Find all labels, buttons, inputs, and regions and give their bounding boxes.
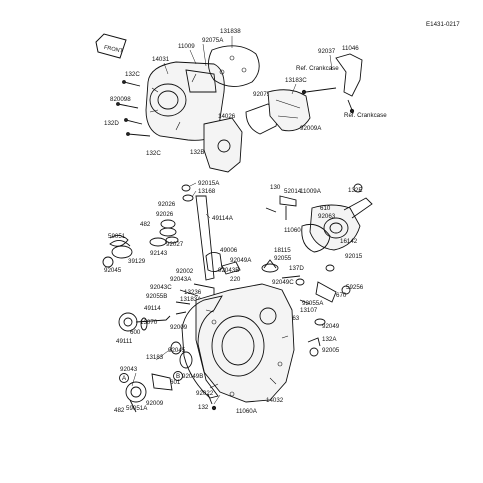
- label-92009-bottom: 92009: [146, 400, 164, 407]
- label-92063: 92063: [318, 213, 336, 220]
- label-92055: 92055: [274, 255, 292, 262]
- middle-parts-cluster: [118, 251, 301, 332]
- label-11060a: 11060A: [236, 408, 258, 415]
- label-49114: 49114: [144, 305, 161, 312]
- label-92045-top: 92045: [104, 267, 122, 274]
- label-13070: 13070: [140, 319, 158, 326]
- label-820098: 820098: [110, 96, 131, 103]
- kick-shaft-stack: [102, 184, 215, 281]
- label-92005: 92005: [322, 347, 340, 354]
- pump-cover-14026: [203, 103, 278, 173]
- label-132e: 132E: [348, 187, 362, 194]
- label-92022: 92022: [196, 390, 214, 397]
- label-92002: 92002: [176, 268, 194, 275]
- label-92043a: 92043A: [170, 276, 192, 283]
- water-pump-assembly: [265, 183, 373, 253]
- label-52014: 52014: [284, 188, 302, 195]
- label-92049c: 92049C: [272, 279, 294, 286]
- label-92037: 92037: [318, 48, 336, 55]
- label-49114a: 49114A: [212, 215, 234, 222]
- label-92055a: 92055A: [302, 300, 324, 307]
- right-lower-parts: [295, 264, 351, 357]
- label-92026-b: 92026: [156, 211, 174, 218]
- label-610: 610: [320, 205, 331, 212]
- label-92055b: 92055B: [146, 293, 167, 300]
- label-132c-bottom: 132C: [146, 150, 161, 157]
- label-39129: 39129: [128, 258, 146, 265]
- label-670: 670: [336, 292, 347, 299]
- label-92045-bottom: 92045: [168, 347, 186, 354]
- label-14026: 14026: [218, 113, 236, 120]
- label-59051a: 59051A: [126, 405, 148, 412]
- label-92027: 92027: [166, 241, 184, 248]
- label-ref-crankcase-1: Ref. Crankcase: [296, 65, 339, 72]
- label-132d: 132D: [104, 120, 119, 127]
- label-482: 482: [140, 221, 151, 228]
- bottom-left-gears: [119, 341, 217, 413]
- label-13183a: 13183A: [180, 296, 202, 303]
- label-92049b: 92049B: [182, 373, 203, 380]
- diagram-code: E1431-0217: [426, 21, 460, 28]
- label-92075a: 92075A: [202, 37, 224, 44]
- label-132c-top: 132C: [125, 71, 140, 78]
- label-13183: 13183: [146, 354, 164, 361]
- label-92043c: 92043C: [150, 284, 172, 291]
- label-92015a: 92015A: [198, 180, 220, 187]
- label-600: 600: [130, 329, 141, 336]
- label-14032: 14032: [266, 397, 284, 404]
- label-16142: 16142: [340, 238, 358, 245]
- label-132a: 132A: [322, 336, 337, 343]
- label-59256: 59256: [346, 284, 364, 291]
- label-13168: 13168: [198, 188, 216, 195]
- label-49111: 49111: [116, 338, 133, 345]
- label-92015: 92015: [345, 253, 363, 260]
- label-11009: 11009: [178, 43, 195, 50]
- label-92049a: 92049A: [230, 257, 252, 264]
- crankcase-cover-14032: [181, 283, 295, 403]
- label-92009-mid: 92009: [170, 324, 188, 331]
- label-601: 601: [170, 379, 181, 386]
- label-130: 130: [270, 184, 281, 191]
- label-49006: 49006: [220, 247, 238, 254]
- callout-a: A: [122, 375, 127, 382]
- label-132: 132: [198, 404, 209, 411]
- label-13107: 13107: [300, 307, 318, 314]
- front-label: FRONT: [103, 45, 124, 55]
- label-132b: 132B: [190, 149, 204, 156]
- label-220: 220: [230, 276, 241, 283]
- label-11060: 11060: [284, 227, 301, 234]
- label-14031: 14031: [152, 56, 170, 63]
- label-92043: 92043: [120, 366, 138, 373]
- label-92143: 92143: [150, 250, 168, 257]
- label-92049: 92049: [322, 323, 340, 330]
- callout-b: B: [176, 373, 180, 380]
- label-482-bottom: 482: [114, 407, 125, 414]
- label-11046: 11046: [342, 45, 359, 52]
- label-59051: 59051: [108, 233, 126, 240]
- front-arrow-icon: FRONT: [95, 33, 127, 59]
- label-92026-a: 92026: [158, 201, 176, 208]
- label-131838: 131838: [220, 28, 241, 35]
- label-13236: 13236: [184, 289, 202, 296]
- bracket-11046: [267, 53, 363, 132]
- label-137d: 137D: [289, 265, 304, 272]
- label-18115: 18115: [274, 247, 291, 254]
- label-92043b: 92043B: [218, 267, 239, 274]
- label-92075: 92075: [253, 91, 271, 98]
- label-11009a: 11009A: [300, 188, 322, 195]
- label-13183c: 13183C: [285, 77, 307, 84]
- label-ref-crankcase-2: Ref. Crankcase: [344, 112, 387, 119]
- label-92009a: 92009A: [300, 125, 322, 132]
